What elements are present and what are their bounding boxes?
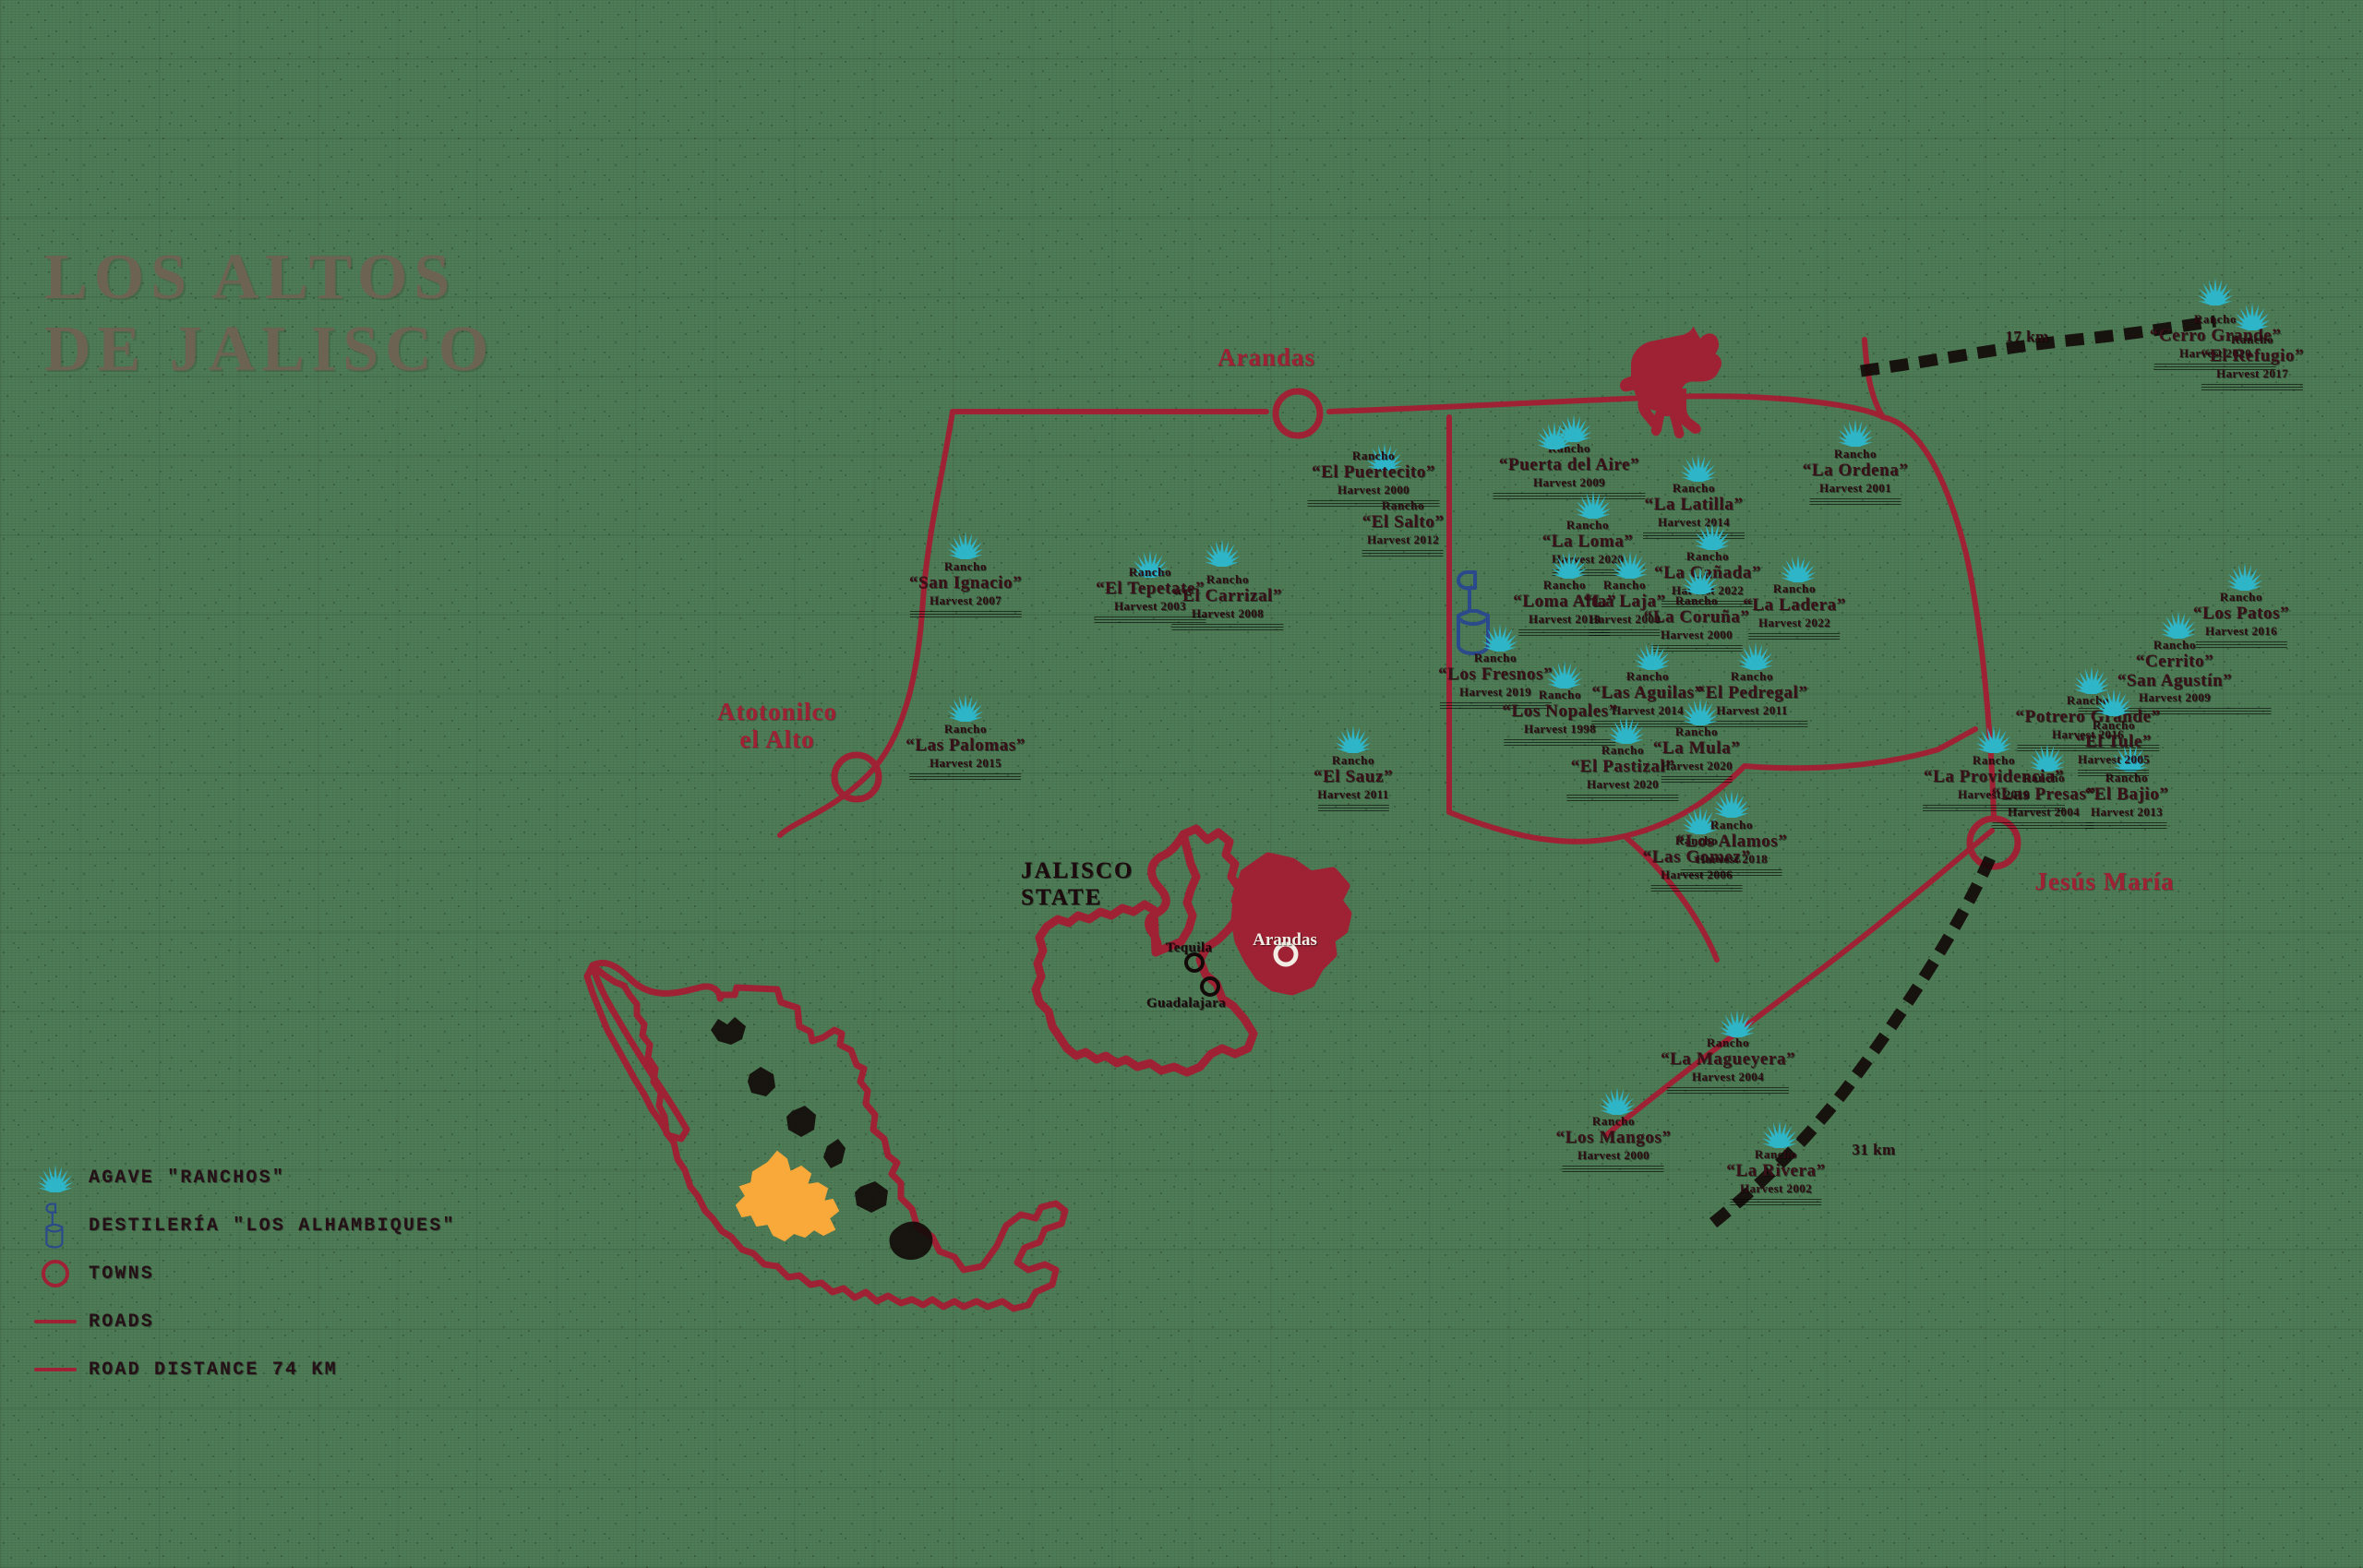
inset-dot-guadalajara <box>1200 976 1220 997</box>
mexico-outline <box>589 959 1069 1312</box>
inset-dot-tequila <box>1184 952 1205 973</box>
mexico-illo-2 <box>748 1067 775 1096</box>
horse-icon <box>1620 326 1722 438</box>
jalisco-highlight <box>735 1150 840 1242</box>
mexico-illo-4 <box>823 1139 846 1168</box>
jalisco-boundary <box>1031 824 1352 1077</box>
town-marker-atotonilco <box>831 751 882 803</box>
mexico-illo-6 <box>889 1221 933 1261</box>
arandas-region-highlight <box>1235 856 1348 991</box>
mexico-illo-3 <box>786 1106 816 1137</box>
baja-california-outline <box>583 962 690 1143</box>
road-south-curve <box>1603 828 1995 1138</box>
road-inner-south <box>1622 833 1720 963</box>
inset-dot-arandas <box>1273 941 1299 967</box>
dashed-road-31km <box>1703 856 1996 1233</box>
road-north-spur <box>1862 337 1886 420</box>
road-inner-east <box>1742 747 1941 772</box>
town-marker-jesus-maria <box>1966 815 2021 870</box>
mexico-illo-5 <box>855 1181 888 1213</box>
road-inner-east-2 <box>1936 726 1978 752</box>
mexico-illo-1 <box>711 1017 746 1045</box>
road-southwest <box>777 409 955 838</box>
dashed-road-17km <box>1860 315 2216 377</box>
town-marker-arandas <box>1272 388 1324 439</box>
